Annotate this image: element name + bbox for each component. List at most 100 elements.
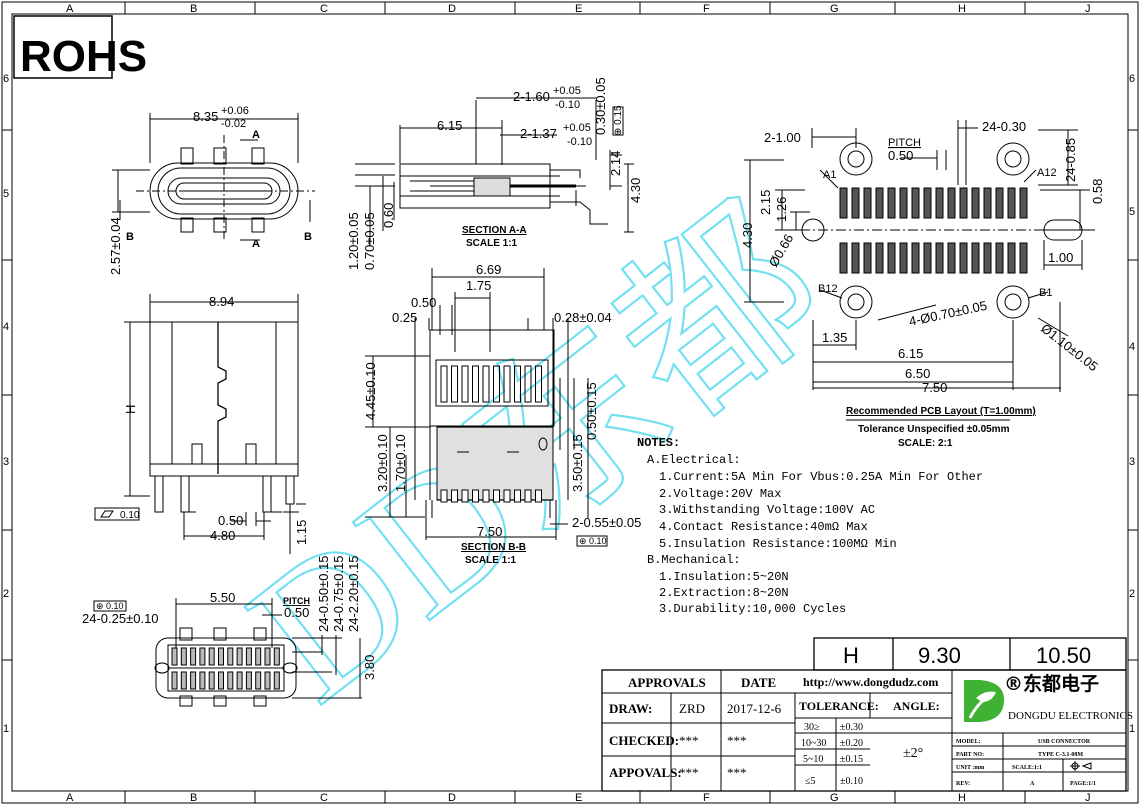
- pcb-pad-top: [995, 187, 1004, 219]
- pcb-pad-bottom: [887, 242, 896, 274]
- dim-pcb-650: 6.50: [905, 366, 930, 381]
- bottom-pin-bottom: [264, 671, 271, 690]
- dim-aa-137: 2-1.37: [520, 126, 557, 141]
- col-label: F: [703, 792, 710, 804]
- bb-tail: [514, 489, 521, 503]
- tol-value: ±0.20: [840, 738, 863, 749]
- dim-aa-060: 0.60: [381, 203, 396, 228]
- col-label: J: [1085, 3, 1091, 15]
- dim-bb-669: 6.69: [476, 262, 501, 277]
- tb-angle: ANGLE:: [893, 699, 940, 713]
- gdt-symbol-icon: [1070, 761, 1092, 771]
- dim-aa-214: 2.14: [608, 151, 623, 176]
- tb-draw-date: 2017-12-6: [727, 701, 782, 716]
- row-label: 3: [3, 456, 9, 468]
- tb-draw-by: ZRD: [679, 701, 705, 716]
- dim-bb-170: 1.70±0.10: [393, 434, 408, 492]
- bottom-view-labels: ⊕ 0.10 24-0.25±0.10 5.50 PITCH 0.50 24-0…: [82, 555, 377, 680]
- section-bb-labels: 6.69 1.75 0.50 0.25 0.28±0.04 4.45±0.10 …: [363, 262, 641, 566]
- notes-b: B.Mechanical:: [647, 553, 741, 567]
- bb-tail: [461, 489, 469, 503]
- row-label: 4: [3, 321, 9, 333]
- dim-bb-350: 3.50±0.15: [570, 434, 585, 492]
- tb-app-by: ***: [679, 765, 699, 780]
- tol-value: ±0.30: [840, 722, 863, 733]
- notes-a2: 2.Voltage:20V Max: [659, 487, 781, 501]
- dim-24-075: 24-0.75±0.15: [331, 555, 346, 632]
- tb-part-k: PART NO:: [956, 752, 984, 758]
- top-view-labels: 8.35 +0.06 -0.02 A A B B 2.57±0.04: [108, 105, 312, 275]
- bottom-pin-bottom: [218, 671, 224, 690]
- col-label: A: [66, 3, 74, 15]
- tb-unit: UNIT :mm: [956, 765, 984, 771]
- bottom-pin-bottom: [208, 671, 215, 690]
- dim-bb-445: 4.45±0.10: [363, 362, 378, 420]
- bottom-pin-top: [208, 647, 215, 666]
- notes-a1: 1.Current:5A Min For Vbus:0.25A Min For …: [659, 470, 983, 484]
- pcb-pad-bottom: [935, 242, 944, 274]
- bottom-pin-top: [264, 647, 271, 666]
- dim-pcb-110: Ø1.10±0.05: [1038, 321, 1101, 375]
- dim-pcb-615: 6.15: [898, 346, 923, 361]
- bottom-pin-top: [180, 647, 187, 666]
- row-label: 4: [1129, 341, 1135, 353]
- tb-part-v: TYPE C-3.1-08M: [1038, 752, 1083, 758]
- tol-value: ±0.15: [840, 754, 863, 765]
- dim-24-025: 24-0.25±0.10: [82, 611, 159, 626]
- pcb-pitch: PITCH: [888, 137, 921, 149]
- dim-257: 2.57±0.04: [108, 217, 123, 275]
- bb-contact: [482, 365, 490, 403]
- tb-scale: SCALE:1:1: [1012, 765, 1042, 771]
- dim-side-115: 1.15: [294, 520, 309, 545]
- notes-a5: 5.Insulation Resistance:100MΩ Min: [659, 537, 897, 551]
- tb-page: PAGE:1/1: [1070, 781, 1096, 787]
- pin-a1: A1: [823, 169, 836, 181]
- dim-380: 3.80: [362, 655, 377, 680]
- pcb-pad-top: [1007, 187, 1016, 219]
- side-view: [94, 294, 306, 554]
- pcb-pad-bottom: [899, 242, 908, 274]
- tol-value: ±0.10: [840, 776, 863, 787]
- notes-a3: 3.Withstanding Voltage:100V AC: [659, 503, 875, 517]
- section-bb-scale: SCALE 1:1: [465, 555, 517, 566]
- col-label: A: [66, 792, 74, 804]
- gdt-bottom: ⊕ 0.10: [96, 601, 124, 611]
- pcb-pad-bottom: [1007, 242, 1016, 274]
- pitch-value: 0.50: [284, 605, 309, 620]
- tb-approvals: APPROVALS: [628, 675, 706, 690]
- dim-bb-175: 1.75: [466, 278, 491, 293]
- dim-pcb-24-085: 24-0.85: [1063, 138, 1078, 182]
- pcb-pad-top: [983, 187, 992, 219]
- row-label: 6: [3, 73, 9, 85]
- bb-contact: [461, 365, 469, 403]
- section-bb-title: SECTION B-B: [461, 542, 526, 553]
- dim-bb-025: 0.25: [392, 310, 417, 325]
- pcb-pad-top: [863, 187, 872, 219]
- pitch-label: PITCH: [283, 596, 310, 606]
- bottom-pin-bottom: [171, 671, 178, 690]
- pcb-pad-top: [899, 187, 908, 219]
- section-aa-title: SECTION A-A: [462, 225, 527, 236]
- bottom-pin-top: [245, 647, 252, 666]
- col-label: B: [190, 792, 197, 804]
- dim-pcb-430: 4.30: [740, 223, 755, 248]
- dim-aa-030: 0.30±0.05: [593, 77, 608, 135]
- bb-tail: [503, 489, 511, 503]
- bottom-pin-top: [171, 647, 178, 666]
- row-label: 6: [1129, 73, 1135, 85]
- tb-checked-by: ***: [679, 733, 699, 748]
- dim-24-050: 24-0.50±0.15: [316, 555, 331, 632]
- dim-bb-320: 3.20±0.10: [375, 434, 390, 492]
- bb-contact: [514, 365, 521, 403]
- row-label: 2: [3, 588, 9, 600]
- bottom-pin-bottom: [273, 671, 280, 690]
- pcb-pad-top: [851, 187, 860, 219]
- pcb-pad-top: [947, 187, 956, 219]
- tb-angle-value: ±2°: [903, 746, 923, 761]
- bb-tail: [524, 489, 532, 503]
- row-label: 1: [3, 723, 9, 735]
- tol: +0.05: [563, 122, 591, 134]
- bb-contact: [503, 365, 511, 403]
- bottom-pin-bottom: [245, 671, 252, 690]
